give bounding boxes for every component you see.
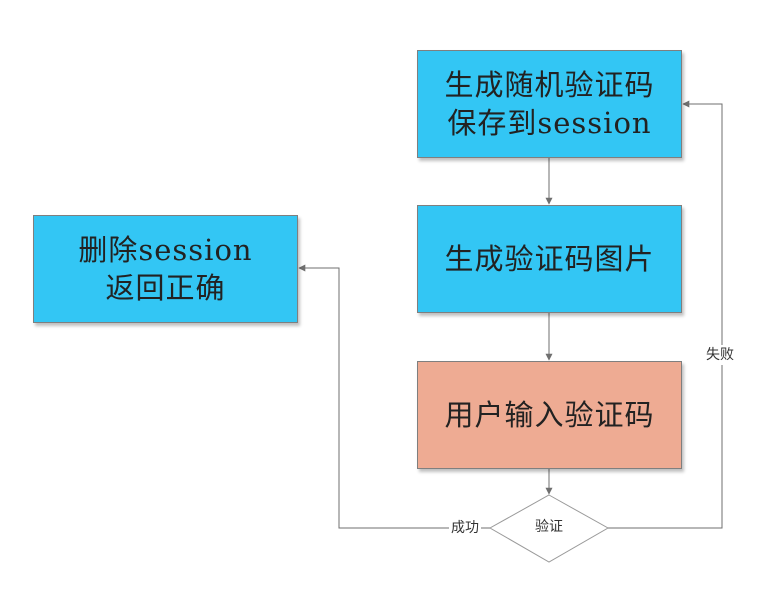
process-generate-image: 生成验证码图片 (417, 205, 682, 313)
process-generate-code: 生成随机验证码 保存到session (417, 50, 682, 158)
generate-code-line2: 保存到session (447, 106, 652, 140)
decision-diamond (488, 494, 610, 563)
edge-label-fail: 失败 (706, 345, 734, 365)
delete-session-line1: 删除session (78, 233, 253, 267)
process-delete-session: 删除session 返回正确 (33, 215, 298, 323)
generate-code-line1: 生成随机验证码 (444, 68, 655, 102)
edge-label-success: 成功 (449, 520, 481, 536)
process-user-input: 用户输入验证码 (417, 361, 682, 469)
decision-label: 验证 (535, 519, 563, 535)
generate-image-label: 生成验证码图片 (444, 242, 655, 276)
arrow-fail-path (608, 100, 723, 529)
user-input-label: 用户输入验证码 (444, 398, 655, 432)
arrow-success-path (298, 264, 490, 529)
delete-session-line2: 返回正确 (105, 271, 226, 305)
